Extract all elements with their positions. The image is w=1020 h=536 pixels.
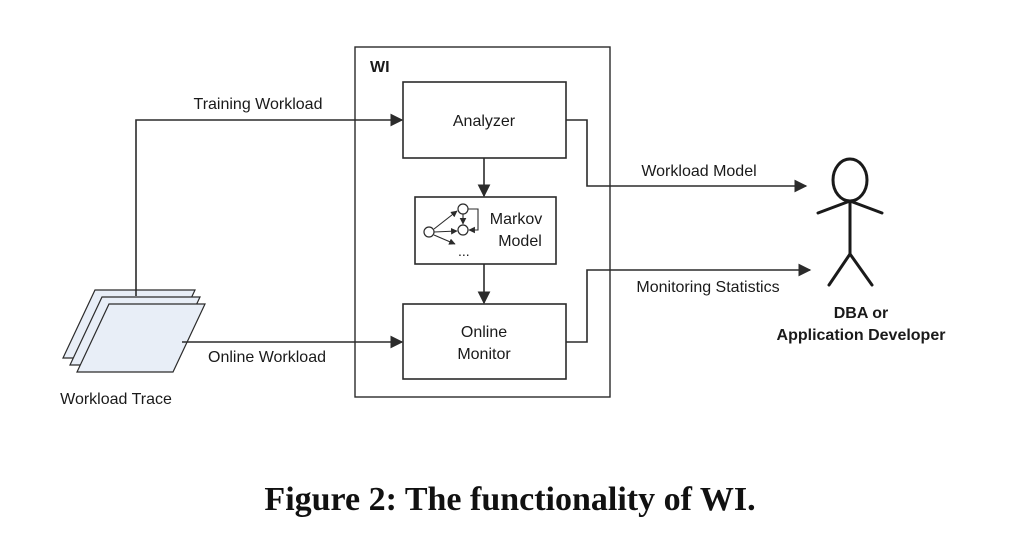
markov-chain-icon — [423, 203, 479, 245]
analyzer-box — [402, 81, 567, 159]
workload-trace-icon — [62, 289, 206, 373]
workload-model-label: Workload Model — [641, 163, 756, 180]
markov-ellipsis: ... — [458, 243, 470, 259]
monitoring-statistics-arrow — [566, 263, 812, 343]
online-workload-label: Online Workload — [208, 349, 326, 366]
markov-label-line1: Markov — [490, 211, 542, 228]
workload-trace-label: Workload Trace — [60, 391, 172, 408]
monitoring-statistics-label: Monitoring Statistics — [636, 279, 779, 296]
workload-model-arrow — [566, 119, 808, 193]
online-monitor-line2: Monitor — [457, 346, 511, 363]
online-monitor-line1: Online — [461, 324, 507, 341]
training-workload-arrow — [135, 113, 404, 296]
analyzer-label: Analyzer — [453, 113, 516, 130]
training-workload-label: Training Workload — [194, 96, 323, 113]
actor-label-line2: Application Developer — [777, 327, 946, 344]
actor-stick-figure-icon — [816, 157, 884, 287]
figure-caption: Figure 2: The functionality of WI. — [264, 481, 755, 518]
markov-label-line2: Model — [498, 233, 542, 250]
markov-model-box — [414, 196, 557, 265]
actor-label-line1: DBA or — [834, 305, 889, 322]
online-monitor-box — [402, 303, 567, 380]
wi-label: WI — [370, 59, 390, 76]
